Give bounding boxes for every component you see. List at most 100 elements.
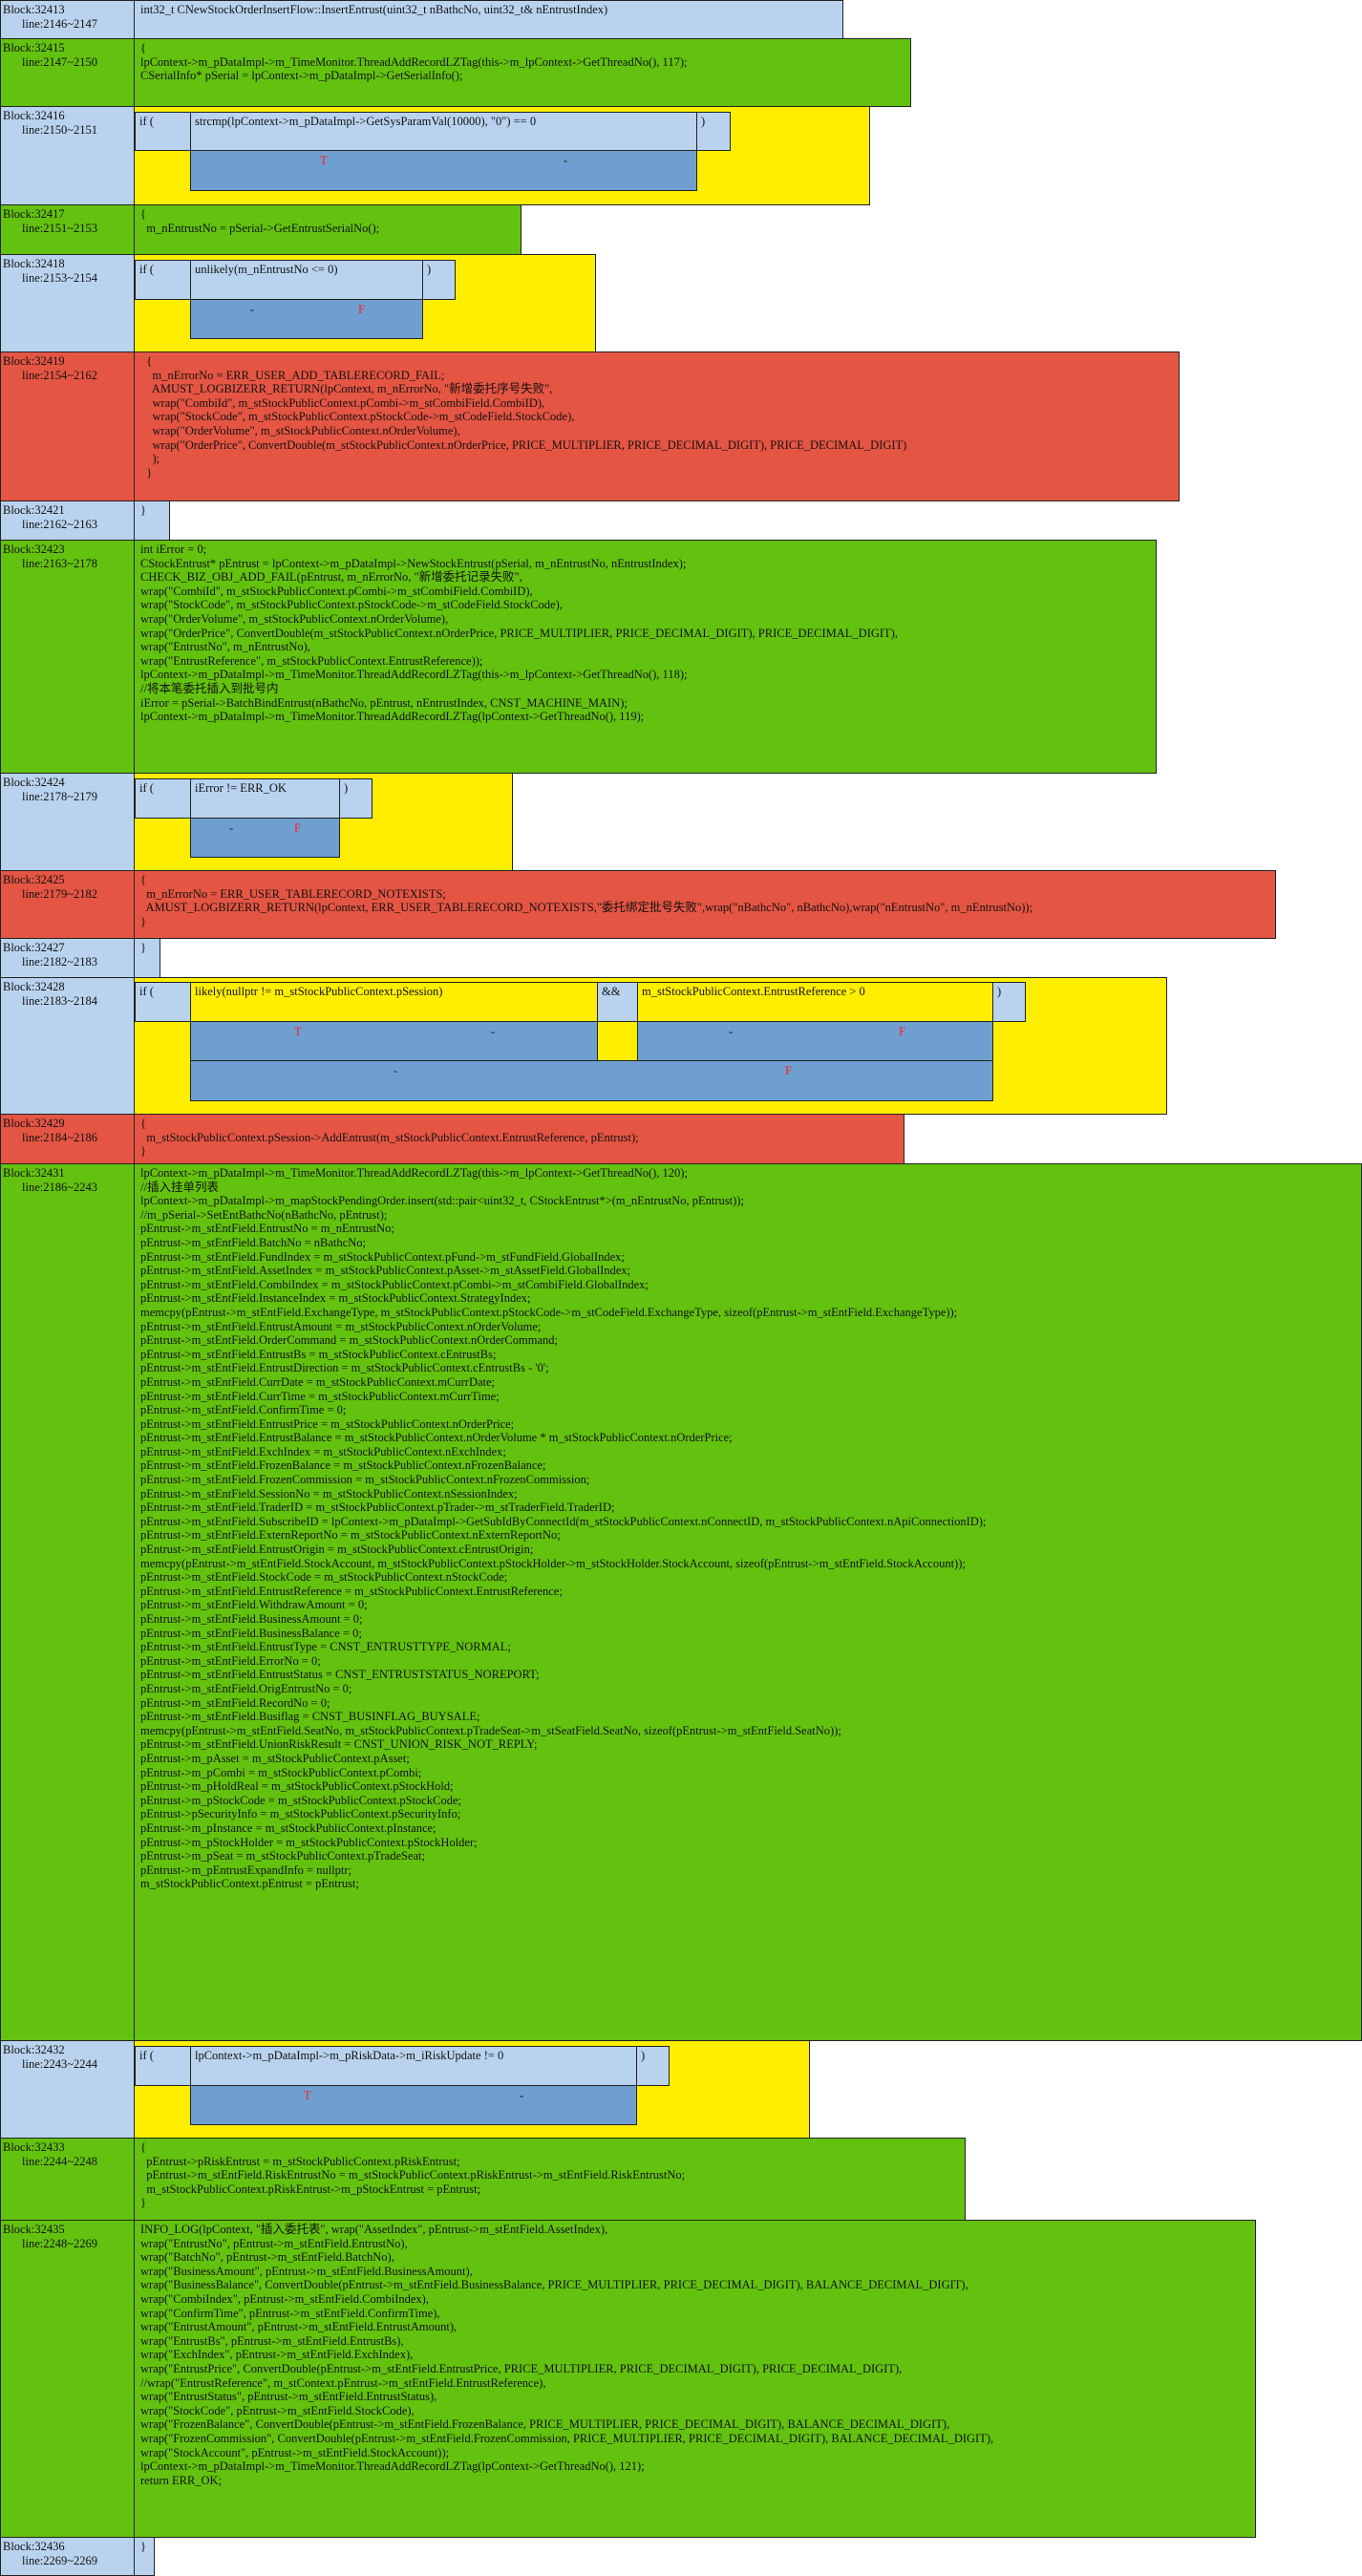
- block-lines: line:2243~2244: [22, 2057, 97, 2071]
- block-label: Block:32417 line:2151~2153: [0, 204, 135, 255]
- operator-box: &&: [597, 982, 638, 1022]
- code-block: }: [134, 500, 170, 541]
- block-lines: line:2153~2154: [22, 271, 97, 285]
- branch-bar: - F: [190, 299, 423, 339]
- block-label: Block:32425 line:2179~2182: [0, 870, 135, 939]
- code-block: }: [134, 938, 160, 978]
- block-id: Block:32419: [3, 354, 65, 368]
- code-block: { m_stStockPublicContext.pSession->AddEn…: [134, 1114, 904, 1164]
- block-lines: line:2182~2183: [22, 955, 97, 969]
- false-marker: F: [899, 1025, 905, 1038]
- block-id: Block:32429: [3, 1117, 65, 1130]
- true-marker: -: [250, 303, 255, 316]
- block-label: Block:32427 line:2182~2183: [0, 938, 135, 978]
- branch-bar: - F: [190, 818, 340, 858]
- condition-box: unlikely(m_nEntrustNo <= 0): [190, 260, 423, 300]
- block-id: Block:32428: [3, 980, 65, 993]
- if-close: ): [696, 112, 731, 151]
- branch-bar: T -: [190, 150, 697, 191]
- false-marker: F: [294, 821, 301, 835]
- block-label: Block:32419 line:2154~2162: [0, 351, 135, 501]
- false-marker: -: [564, 154, 568, 167]
- block-lines: line:2248~2269: [22, 2237, 97, 2250]
- condition-box: likely(nullptr != m_stStockPublicContext…: [190, 982, 598, 1022]
- true-marker: T: [294, 1025, 302, 1038]
- block-id: Block:32413: [3, 3, 65, 16]
- block-id: Block:32415: [3, 41, 65, 54]
- block-lines: line:2179~2182: [22, 887, 97, 901]
- code-block: }: [134, 2537, 155, 2576]
- block-id: Block:32418: [3, 257, 65, 270]
- condition-box: lpContext->m_pDataImpl->m_pRiskData->m_i…: [190, 2046, 637, 2086]
- true-marker: T: [320, 154, 328, 167]
- block-id: Block:32425: [3, 873, 65, 886]
- block-label: Block:32416 line:2150~2151: [0, 106, 135, 205]
- block-lines: line:2183~2184: [22, 994, 97, 1008]
- block-label: Block:32423 line:2163~2178: [0, 540, 135, 774]
- block-id: Block:32431: [3, 1166, 65, 1180]
- block-label: Block:32415 line:2147~2150: [0, 38, 135, 107]
- block-label: Block:32418 line:2153~2154: [0, 254, 135, 352]
- if-keyword: if (: [135, 260, 191, 300]
- code-block: lpContext->m_pDataImpl->m_TimeMonitor.Th…: [134, 1163, 1362, 2041]
- block-id: Block:32424: [3, 776, 65, 789]
- block-lines: line:2154~2162: [22, 369, 97, 382]
- code-block: int iError = 0; CStockEntrust* pEntrust …: [134, 540, 1157, 774]
- branch-bar: T -: [190, 2085, 637, 2125]
- if-keyword: if (: [135, 2046, 191, 2086]
- if-close: ): [992, 982, 1026, 1022]
- block-label: Block:32436 line:2269~2269: [0, 2537, 135, 2576]
- block-id: Block:32436: [3, 2540, 65, 2553]
- block-id: Block:32427: [3, 941, 65, 954]
- true-marker: -: [229, 821, 234, 835]
- block-lines: line:2178~2179: [22, 790, 97, 803]
- block-lines: line:2150~2151: [22, 123, 97, 137]
- code-block: { lpContext->m_pDataImpl->m_TimeMonitor.…: [134, 38, 911, 107]
- block-id: Block:32433: [3, 2140, 65, 2154]
- block-id: Block:32432: [3, 2043, 65, 2056]
- block-label: Block:32413 line:2146~2147: [0, 0, 135, 39]
- block-lines: line:2269~2269: [22, 2554, 97, 2567]
- true-marker: -: [394, 1064, 398, 1077]
- code-block: { m_nErrorNo = ERR_USER_TABLERECORD_NOTE…: [134, 870, 1276, 939]
- if-keyword: if (: [135, 778, 191, 819]
- false-marker: F: [358, 303, 365, 316]
- false-marker: F: [785, 1064, 792, 1077]
- false-marker: -: [520, 2089, 524, 2102]
- block-lines: line:2244~2248: [22, 2155, 97, 2168]
- code-block: { m_nEntrustNo = pSerial->GetEntrustSeri…: [134, 204, 521, 255]
- block-id: Block:32423: [3, 543, 65, 556]
- if-keyword: if (: [135, 112, 191, 151]
- if-close: ): [339, 778, 372, 819]
- branch-bar: T -: [190, 1021, 598, 1061]
- code-block: { pEntrust->pRiskEntrust = m_stStockPubl…: [134, 2138, 966, 2221]
- block-id: Block:32421: [3, 503, 65, 517]
- block-lines: line:2147~2150: [22, 55, 97, 69]
- block-lines: line:2146~2147: [22, 17, 97, 31]
- if-close: ): [422, 260, 456, 300]
- code-block: INFO_LOG(lpContext, "插入委托表", wrap("Asset…: [134, 2220, 1256, 2538]
- block-id: Block:32417: [3, 207, 65, 221]
- block-label: Block:32428 line:2183~2184: [0, 977, 135, 1115]
- block-label: Block:32435 line:2248~2269: [0, 2220, 135, 2538]
- block-id: Block:32435: [3, 2223, 65, 2236]
- block-id: Block:32416: [3, 109, 65, 122]
- block-label: Block:32431 line:2186~2243: [0, 1163, 135, 2041]
- if-close: ): [636, 2046, 670, 2086]
- true-marker: T: [304, 2089, 311, 2102]
- block-lines: line:2151~2153: [22, 222, 97, 235]
- branch-bar: - F: [190, 1060, 993, 1101]
- block-lines: line:2186~2243: [22, 1181, 97, 1194]
- branch-bar: - F: [637, 1021, 993, 1061]
- block-lines: line:2163~2178: [22, 557, 97, 570]
- block-lines: line:2184~2186: [22, 1131, 97, 1144]
- code-block: { m_nErrorNo = ERR_USER_ADD_TABLERECORD_…: [134, 351, 1180, 501]
- condition-box-2: m_stStockPublicContext.EntrustReference …: [637, 982, 993, 1022]
- false-marker: -: [491, 1025, 496, 1038]
- code-block: int32_t CNewStockOrderInsertFlow::Insert…: [134, 0, 843, 39]
- block-lines: line:2162~2163: [22, 518, 97, 531]
- block-label: Block:32433 line:2244~2248: [0, 2138, 135, 2221]
- condition-box: iError != ERR_OK: [190, 778, 340, 819]
- true-marker: -: [729, 1025, 734, 1038]
- block-label: Block:32429 line:2184~2186: [0, 1114, 135, 1164]
